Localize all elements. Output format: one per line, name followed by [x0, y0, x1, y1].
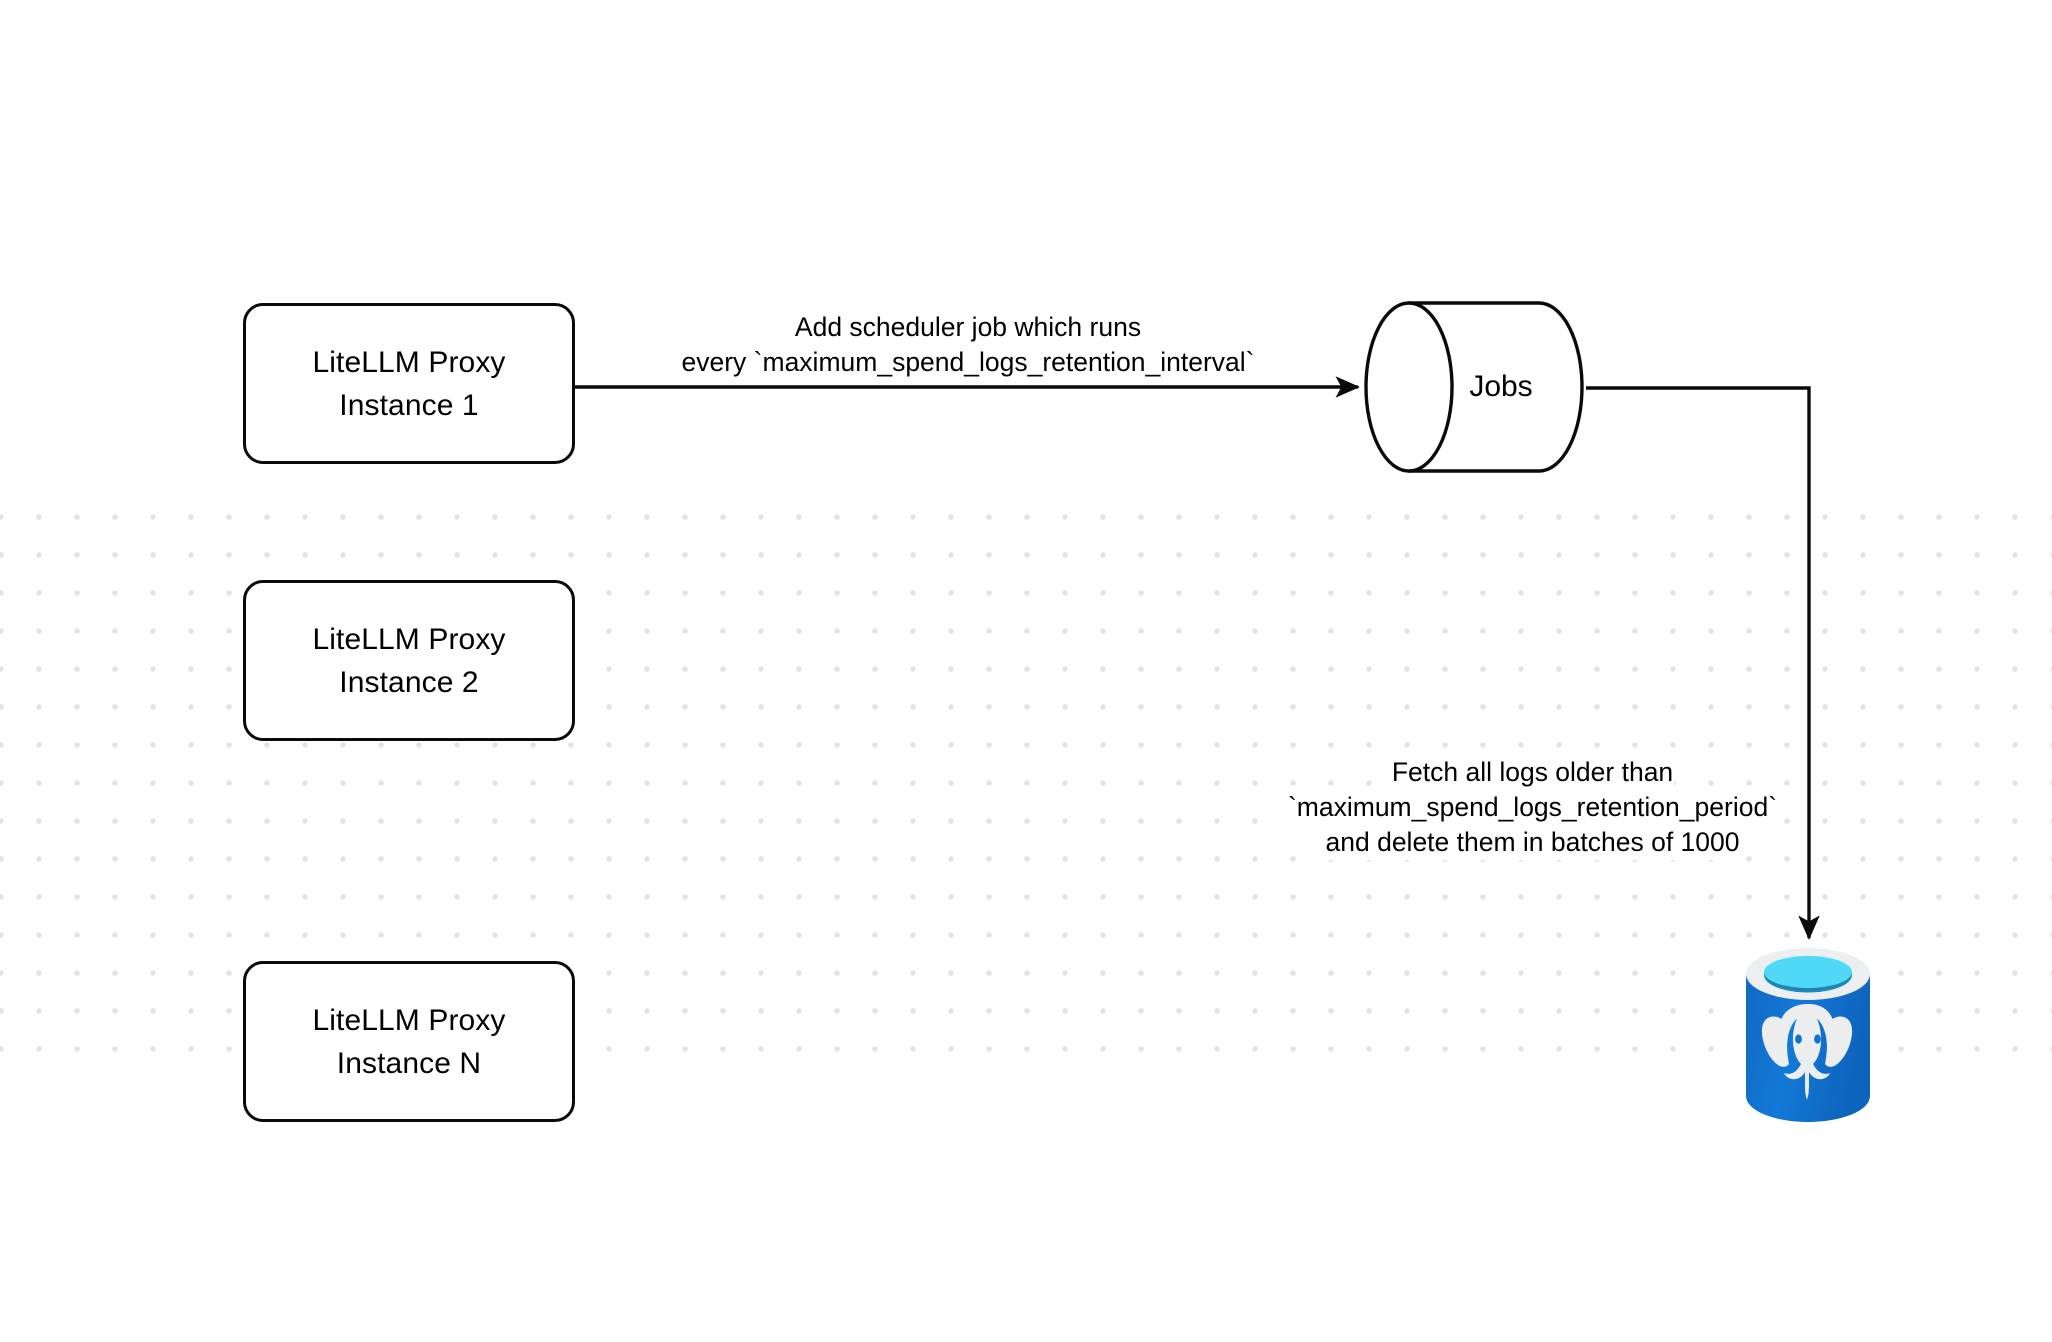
node-postgres-database[interactable] — [1742, 944, 1874, 1128]
instance-2-line-2: Instance 2 — [339, 665, 479, 699]
instance-n-line-2: Instance N — [336, 1046, 482, 1080]
node-jobs-queue[interactable]: Jobs — [1362, 299, 1588, 475]
cylinder-shape — [1364, 301, 1584, 473]
instance-1-line-1: LiteLLM Proxy — [312, 345, 506, 379]
node-litellm-proxy-instance-n[interactable]: LiteLLM Proxy Instance N — [243, 961, 575, 1122]
jobs-label: Jobs — [1469, 370, 1533, 403]
cleanup-label-line-1: Fetch all logs older than — [1390, 755, 1675, 790]
elephant-glyph — [1761, 1004, 1853, 1100]
postgresql-icon — [1746, 948, 1870, 1122]
instance-1-line-2: Instance 1 — [339, 388, 479, 422]
edge-jobs-to-postgres — [1586, 386, 1820, 940]
cleanup-label-line-3: and delete them in batches of 1000 — [1324, 825, 1741, 860]
node-litellm-proxy-instance-2[interactable]: LiteLLM Proxy Instance 2 — [243, 580, 575, 741]
instance-2-line-1: LiteLLM Proxy — [312, 622, 506, 656]
elephant-eyes — [1795, 1034, 1821, 1044]
edge-label-cleanup: Fetch all logs older than `maximum_spend… — [1240, 755, 1825, 860]
scheduler-label-line-2: every `maximum_spend_logs_retention_inte… — [680, 345, 1256, 380]
scheduler-label-line-1: Add scheduler job which runs — [793, 310, 1143, 345]
instance-n-line-1: LiteLLM Proxy — [312, 1003, 506, 1037]
edge-label-scheduler: Add scheduler job which runs every `maxi… — [618, 310, 1318, 380]
node-litellm-proxy-instance-1[interactable]: LiteLLM Proxy Instance 1 — [243, 303, 575, 464]
cleanup-label-line-2: `maximum_spend_logs_retention_period` — [1286, 790, 1779, 825]
